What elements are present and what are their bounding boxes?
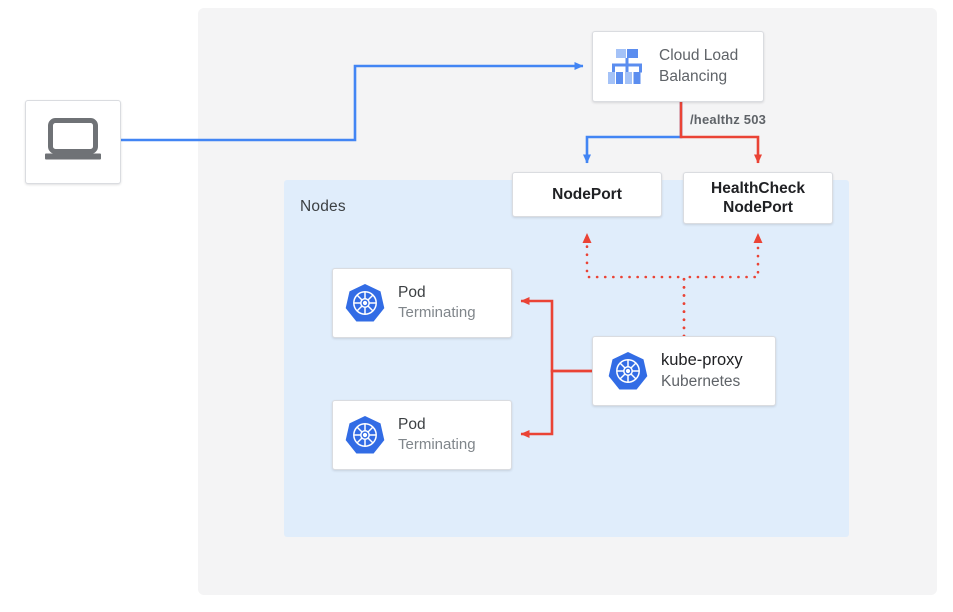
nodeport-node: NodePort: [512, 172, 662, 217]
pod-2-title: Pod: [398, 416, 426, 434]
pod-1-title: Pod: [398, 284, 426, 302]
pod-1-status: Terminating: [398, 304, 476, 322]
client-node: [25, 100, 121, 184]
kube-proxy-text: kube-proxy Kubernetes: [661, 350, 743, 392]
cloud-load-balancing-node: Cloud Load Balancing: [592, 31, 764, 102]
clb-label-line1: Cloud Load: [659, 46, 739, 64]
kubernetes-icon: [344, 282, 386, 324]
clb-label-line2: Balancing: [659, 67, 728, 85]
healthcheck-nodeport-label: HealthCheck NodePort: [684, 173, 832, 223]
hcnp-label-line1: HealthCheck: [711, 179, 805, 197]
pod-node-1: Pod Terminating: [332, 268, 512, 338]
pod-2-status: Terminating: [398, 436, 476, 454]
pod-2-text: Pod Terminating: [398, 415, 476, 455]
nodeport-label: NodePort: [552, 185, 622, 203]
pod-1-text: Pod Terminating: [398, 283, 476, 323]
kubernetes-icon: [344, 414, 386, 456]
healthcheck-nodeport-node: HealthCheck NodePort: [683, 172, 833, 224]
nodes-region-label: Nodes: [300, 198, 346, 215]
kubernetes-icon: [607, 350, 649, 392]
cloud-load-balancing-label: Cloud Load Balancing: [659, 46, 738, 88]
kube-proxy-node: kube-proxy Kubernetes: [592, 336, 776, 406]
laptop-icon: [43, 118, 103, 167]
healthz-edge-label: /healthz 503: [690, 112, 767, 127]
kube-proxy-title: kube-proxy: [661, 351, 743, 370]
load-balancer-icon: [605, 47, 649, 87]
hcnp-label-line2: NodePort: [723, 199, 793, 216]
kube-proxy-subtitle: Kubernetes: [661, 372, 741, 390]
pod-node-2: Pod Terminating: [332, 400, 512, 470]
